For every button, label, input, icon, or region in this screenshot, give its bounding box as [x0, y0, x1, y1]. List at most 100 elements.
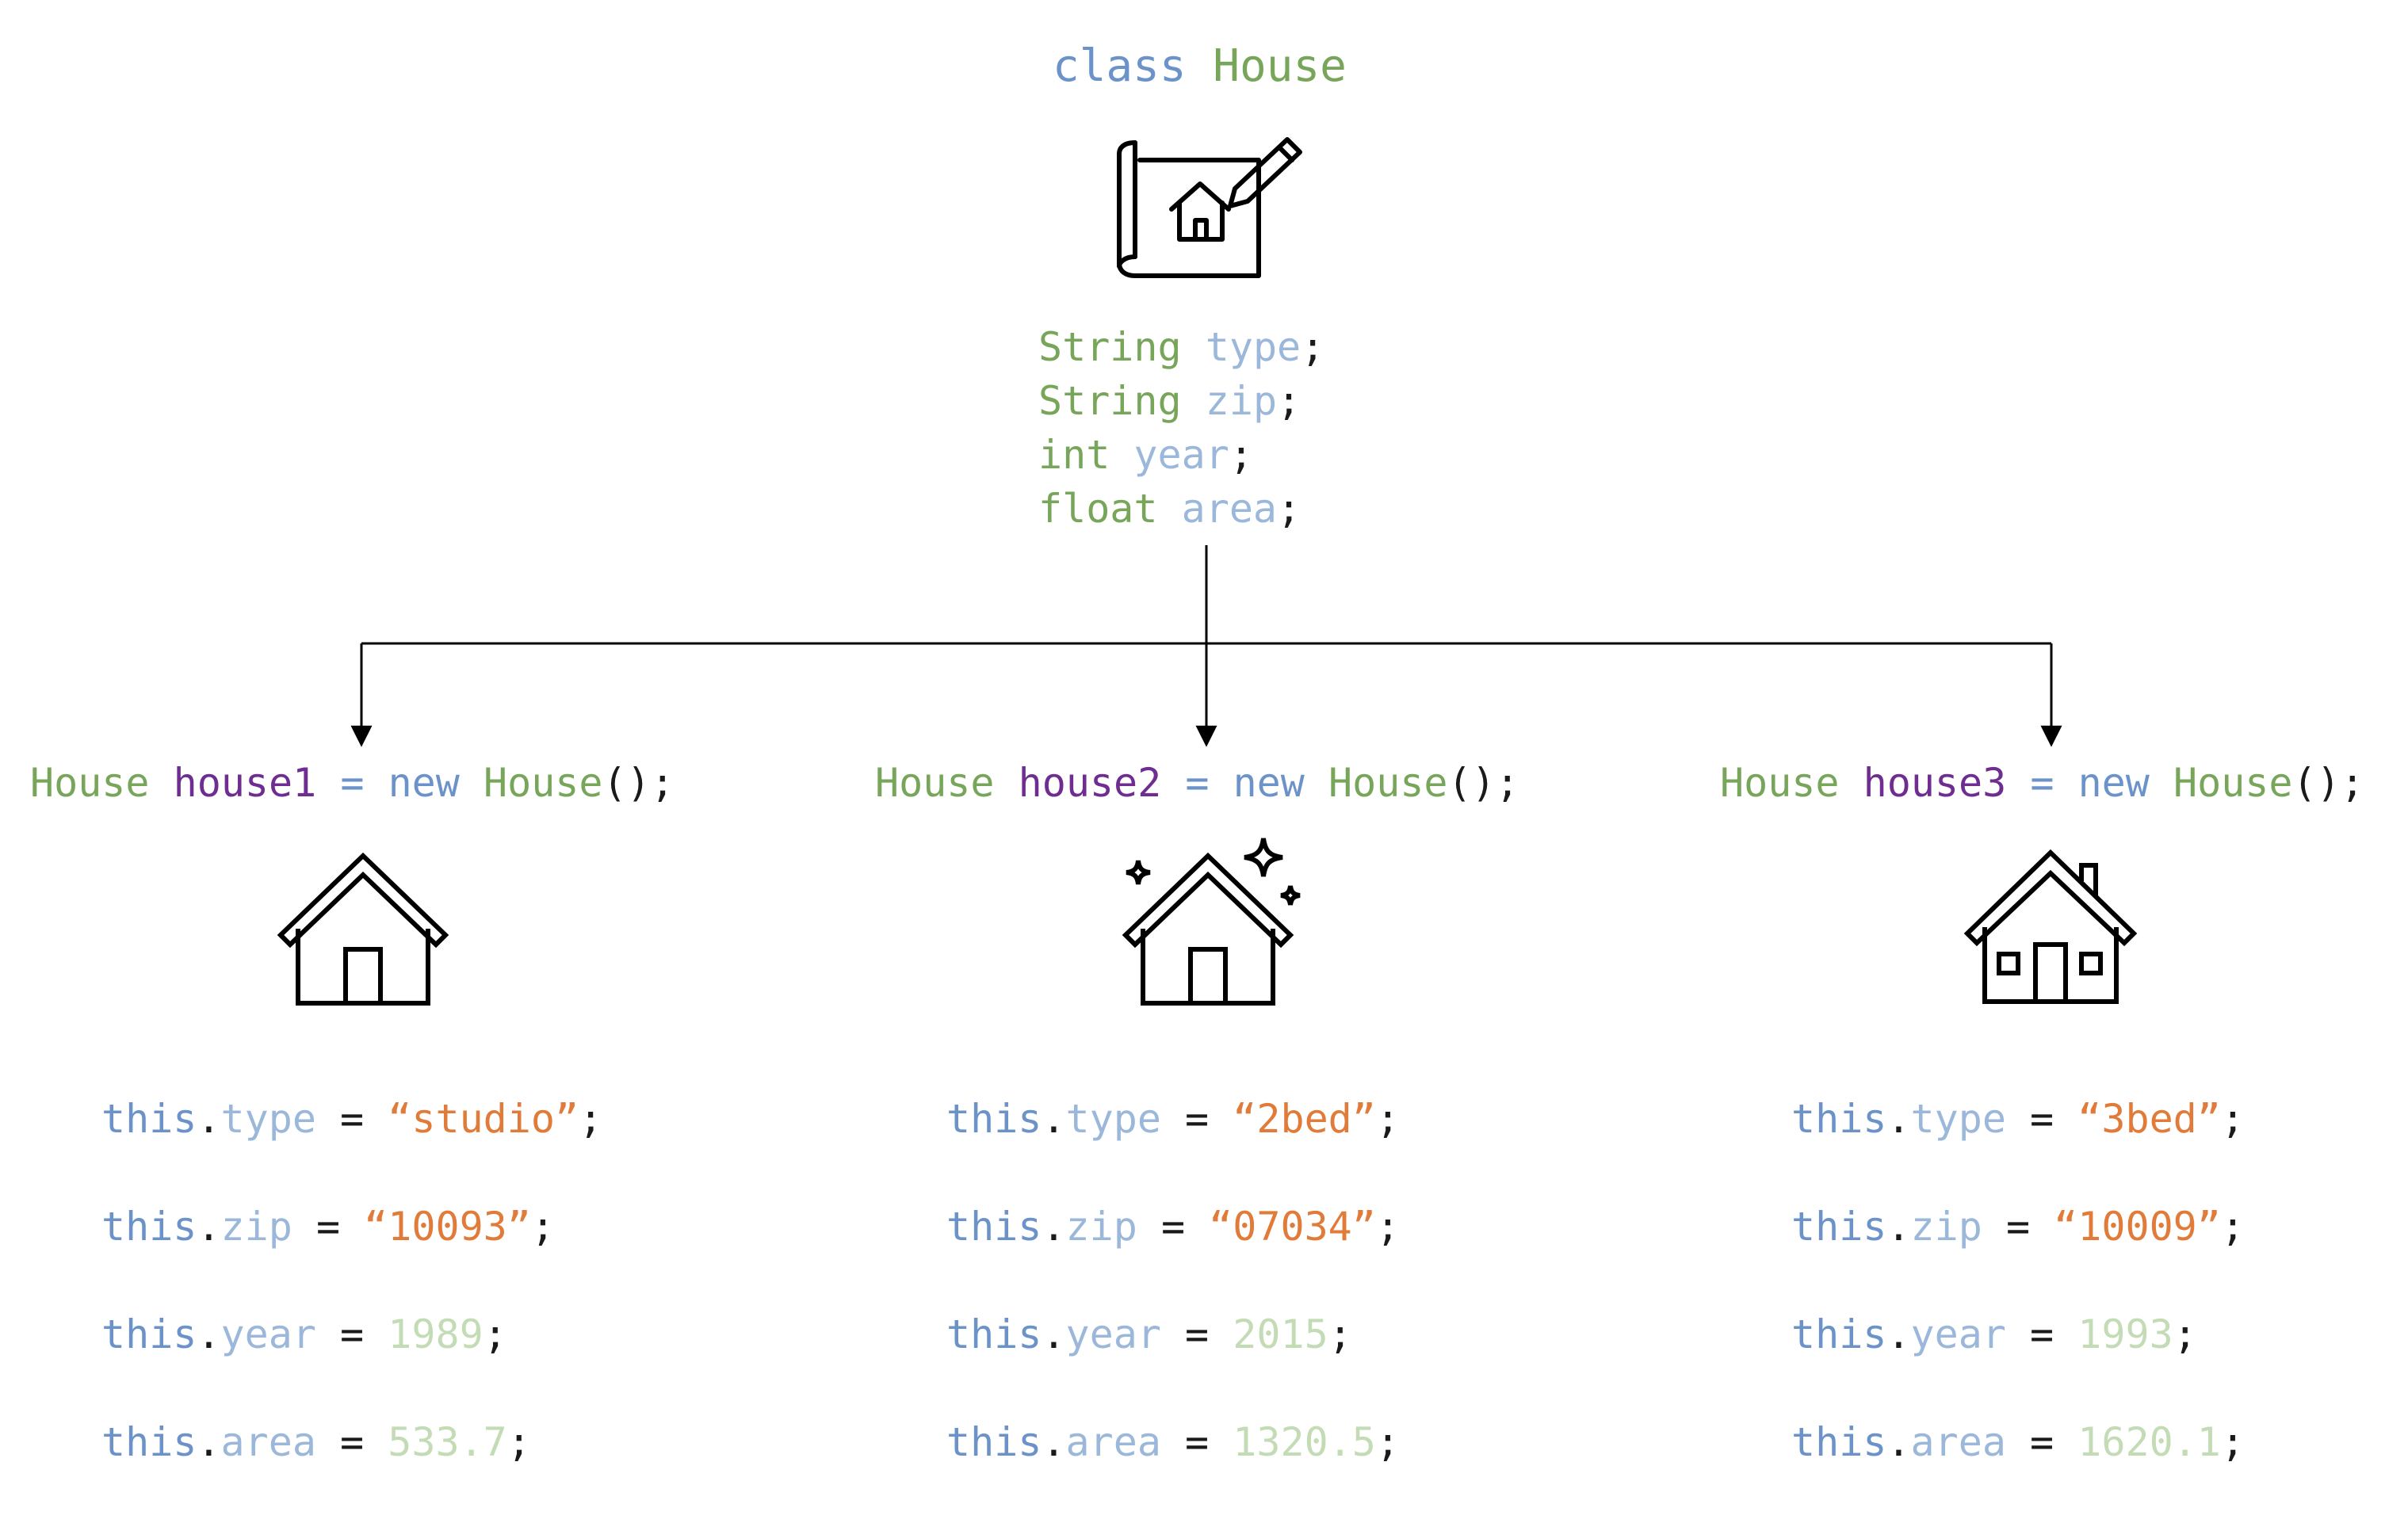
- field-list: String type;String zip;int year;float ar…: [1038, 320, 1324, 536]
- assignment-line: this.area = 1320.5;: [946, 1415, 1400, 1469]
- field-ref: year: [220, 1311, 316, 1357]
- constructor-call: ();: [602, 760, 675, 806]
- field-type: String: [1038, 324, 1182, 370]
- dot: .: [1042, 1419, 1066, 1465]
- assignment-line: this.type = “studio”;: [101, 1092, 602, 1146]
- assignment-line: this.type = “2bed”;: [946, 1092, 1400, 1146]
- semicolon: ;: [1375, 1419, 1400, 1465]
- field-ref: year: [1910, 1311, 2006, 1357]
- semicolon: ;: [1328, 1311, 1352, 1357]
- field-value: “10093”: [364, 1204, 531, 1250]
- dot: .: [1042, 1311, 1066, 1357]
- field-value: “3bed”: [2077, 1096, 2221, 1142]
- assign-operator: =: [1185, 760, 1210, 806]
- semicolon: ;: [1375, 1204, 1400, 1250]
- field-value: “10009”: [2054, 1204, 2221, 1250]
- class-keyword: class: [1053, 40, 1187, 92]
- assign-operator: =: [1160, 1419, 1233, 1465]
- constructor-call: ();: [2292, 760, 2364, 806]
- field-ref: area: [1910, 1419, 2006, 1465]
- assignment-line: this.zip = “10009”;: [1791, 1200, 2245, 1254]
- dot: .: [1886, 1419, 1911, 1465]
- this-keyword: this: [946, 1096, 1042, 1142]
- assign-operator: =: [315, 1419, 388, 1465]
- this-keyword: this: [1791, 1204, 1887, 1250]
- assignment-line: this.area = 533.7;: [101, 1415, 602, 1469]
- constructor-name: House: [484, 760, 603, 806]
- instance-declaration-house1: House house1 = new House();: [30, 756, 675, 810]
- constructor-name: House: [1328, 760, 1448, 806]
- field-name: type: [1205, 324, 1301, 370]
- field-ref: zip: [1065, 1204, 1137, 1250]
- semicolon: ;: [1277, 486, 1301, 532]
- field-value: 2015: [1233, 1311, 1328, 1357]
- this-keyword: this: [101, 1096, 197, 1142]
- assign-operator: =: [1137, 1204, 1210, 1250]
- dot: .: [197, 1311, 221, 1357]
- assign-operator: =: [340, 760, 365, 806]
- this-keyword: this: [946, 1204, 1042, 1250]
- field-value: 1989: [388, 1311, 484, 1357]
- class-ref: House: [30, 760, 150, 806]
- assignment-line: this.year = 2015;: [946, 1307, 1400, 1361]
- assign-operator: =: [2030, 760, 2054, 806]
- class-name: House: [1213, 40, 1347, 92]
- field-ref: zip: [1910, 1204, 1982, 1250]
- dot: .: [1886, 1096, 1911, 1142]
- this-keyword: this: [1791, 1311, 1887, 1357]
- field-name: year: [1133, 432, 1229, 478]
- semicolon: ;: [579, 1096, 603, 1142]
- semicolon: ;: [1277, 378, 1301, 424]
- instance-declaration-house2: House house2 = new House();: [875, 756, 1519, 810]
- field-line: String type;: [1038, 320, 1324, 374]
- dot: .: [197, 1419, 221, 1465]
- field-name: zip: [1205, 378, 1278, 424]
- house-icon: [277, 852, 449, 1006]
- dot: .: [197, 1096, 221, 1142]
- field-ref: area: [220, 1419, 316, 1465]
- constructor-name: House: [2173, 760, 2293, 806]
- field-ref: type: [220, 1096, 316, 1142]
- variable-name: house3: [1863, 760, 2007, 806]
- assign-operator: =: [315, 1096, 388, 1142]
- semicolon: ;: [1375, 1096, 1400, 1142]
- field-type: float: [1038, 486, 1158, 532]
- constructor-call: ();: [1447, 760, 1519, 806]
- assign-operator: =: [1160, 1096, 1233, 1142]
- class-ref: House: [1720, 760, 1840, 806]
- dot: .: [197, 1204, 221, 1250]
- this-keyword: this: [101, 1311, 197, 1357]
- assign-operator: =: [2005, 1311, 2078, 1357]
- house-with-chimney-icon: [1963, 849, 2138, 1004]
- new-keyword: new: [1233, 760, 1305, 806]
- field-value: 533.7: [388, 1419, 507, 1465]
- field-value: 1993: [2077, 1311, 2173, 1357]
- blueprint-icon: [1117, 137, 1302, 278]
- field-line: int year;: [1038, 428, 1324, 482]
- semicolon: ;: [1301, 324, 1325, 370]
- field-ref: type: [1910, 1096, 2006, 1142]
- assign-operator: =: [2005, 1419, 2078, 1465]
- field-ref: zip: [220, 1204, 292, 1250]
- assign-operator: =: [1982, 1204, 2054, 1250]
- variable-name: house1: [173, 760, 317, 806]
- assignment-line: this.year = 1993;: [1791, 1307, 2245, 1361]
- assign-operator: =: [292, 1204, 365, 1250]
- new-keyword: new: [2077, 760, 2150, 806]
- assignment-block-house1: this.type = “studio”; this.zip = “10093”…: [101, 1038, 602, 1523]
- field-ref: type: [1065, 1096, 1161, 1142]
- dot: .: [1042, 1096, 1066, 1142]
- field-value: “2bed”: [1233, 1096, 1376, 1142]
- class-ref: House: [875, 760, 995, 806]
- field-type: int: [1038, 432, 1110, 478]
- assignment-line: this.type = “3bed”;: [1791, 1092, 2245, 1146]
- assignment-line: this.zip = “10093”;: [101, 1200, 602, 1254]
- semicolon: ;: [2220, 1096, 2245, 1142]
- class-title: class House: [1053, 40, 1347, 94]
- semicolon: ;: [2220, 1204, 2245, 1250]
- semicolon: ;: [506, 1419, 531, 1465]
- assignment-line: this.year = 1989;: [101, 1307, 602, 1361]
- field-value: “studio”: [388, 1096, 579, 1142]
- connector-tree: [350, 545, 2062, 747]
- field-line: String zip;: [1038, 374, 1324, 428]
